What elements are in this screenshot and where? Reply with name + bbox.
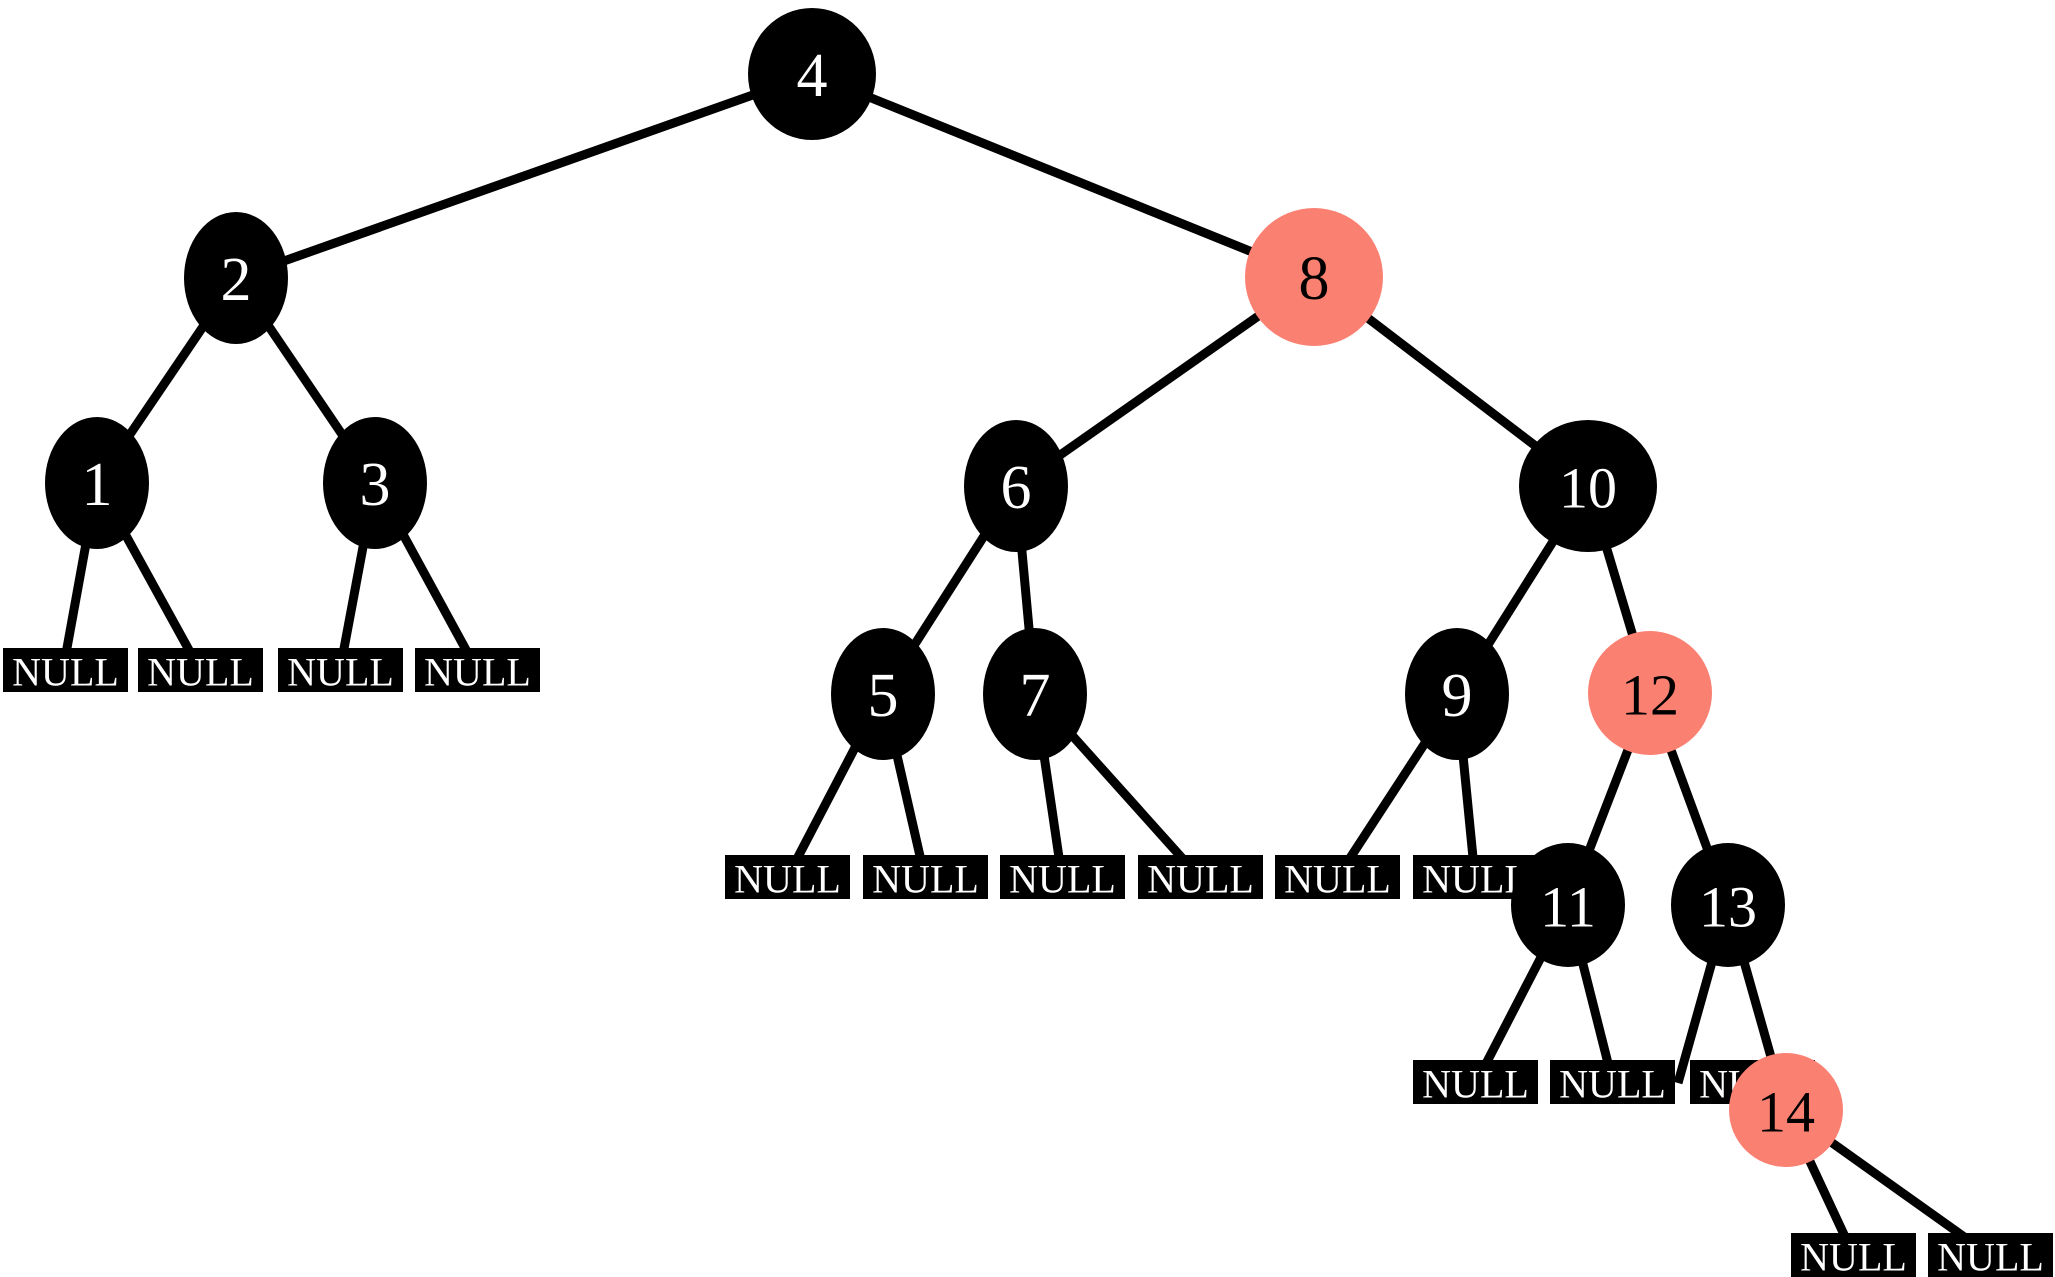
tree-node-label: 6 — [1001, 454, 1032, 522]
black-node-circle[interactable] — [964, 420, 1068, 552]
null-leaf-label: NULL — [1147, 857, 1254, 902]
null-leaf: NULL — [1413, 855, 1538, 902]
null-leaf-box — [3, 648, 128, 692]
tree-node-5[interactable]: 5 — [831, 628, 935, 760]
null-leaf-label: NULL — [1284, 857, 1391, 902]
null-leaf: NULL — [1000, 855, 1125, 902]
null-leaf-label: NULL — [1800, 1235, 1907, 1277]
black-node-circle[interactable] — [45, 417, 149, 549]
tree-edge — [234, 69, 814, 283]
tree-node-label: 9 — [1442, 662, 1473, 730]
null-leaf-box — [1928, 1233, 2053, 1277]
tree-node-label: 4 — [797, 42, 828, 110]
black-node-circle[interactable] — [831, 628, 935, 760]
red-node-circle[interactable] — [1245, 208, 1383, 346]
tree-node-label: 7 — [1020, 662, 1051, 730]
tree-node-label: 13 — [1699, 875, 1757, 940]
null-leaf: NULL — [1928, 1233, 2053, 1277]
null-leaf: NULL — [1275, 855, 1400, 902]
null-leaf-label: NULL — [1422, 1062, 1529, 1107]
tree-node-2[interactable]: 2 — [184, 212, 288, 344]
null-leaf: NULL — [863, 855, 988, 902]
null-leaf-box — [1275, 855, 1400, 899]
tree-node-7[interactable]: 7 — [983, 628, 1087, 760]
black-node-circle[interactable] — [748, 8, 876, 140]
tree-node-label: 3 — [360, 451, 391, 519]
null-leaf-box — [1550, 1060, 1675, 1104]
red-node-circle[interactable] — [1729, 1053, 1843, 1167]
tree-node-11[interactable]: 11 — [1511, 843, 1625, 967]
black-node-circle[interactable] — [983, 628, 1087, 760]
null-leaf: NULL — [725, 855, 850, 902]
null-leaf-label: NULL — [1559, 1062, 1666, 1107]
null-leaf-label: NULL — [12, 650, 119, 695]
null-leaf-label: NULL — [424, 650, 531, 695]
tree-node-label: 10 — [1559, 456, 1617, 521]
null-leaf: NULL — [138, 648, 263, 695]
null-leaf: NULL — [1791, 1233, 1916, 1277]
null-leaf-label: NULL — [872, 857, 979, 902]
null-leaf-box — [725, 855, 850, 899]
null-leaf: NULL — [1138, 855, 1263, 902]
tree-node-6[interactable]: 6 — [964, 420, 1068, 552]
black-node-circle[interactable] — [1511, 843, 1625, 967]
tree-node-label: 2 — [221, 246, 252, 314]
tree-node-8[interactable]: 8 — [1245, 208, 1383, 346]
tree-node-1[interactable]: 1 — [45, 417, 149, 549]
null-leaf: NULL — [1550, 1060, 1675, 1107]
null-leaf-box — [138, 648, 263, 692]
tree-node-10[interactable]: 10 — [1519, 420, 1657, 552]
black-node-circle[interactable] — [1671, 843, 1785, 967]
null-leaf-label: NULL — [1937, 1235, 2044, 1277]
null-leaf-label: NULL — [147, 650, 254, 695]
null-leaf-box — [415, 648, 540, 692]
tree-node-label: 11 — [1540, 875, 1596, 940]
red-node-circle[interactable] — [1588, 631, 1712, 755]
null-leaf-box — [278, 648, 403, 692]
black-node-circle[interactable] — [1405, 628, 1509, 760]
null-leaf-box — [1138, 855, 1263, 899]
null-leaf: NULL — [3, 648, 128, 695]
null-leaf: NULL — [1413, 1060, 1538, 1107]
black-node-circle[interactable] — [1519, 420, 1657, 552]
tree-node-label: 1 — [82, 451, 113, 519]
null-leaf-layer: NULL NULL NULL NULL NULL NULL NULL NULL NULL NULL… — [3, 648, 2053, 1277]
null-leaf: NULL — [278, 648, 403, 695]
tree-node-3[interactable]: 3 — [323, 417, 427, 549]
tree-node-label: 12 — [1621, 663, 1679, 728]
black-node-circle[interactable] — [184, 212, 288, 344]
null-leaf-label: NULL — [1009, 857, 1116, 902]
black-node-circle[interactable] — [323, 417, 427, 549]
tree-node-14[interactable]: 14 — [1729, 1053, 1843, 1167]
null-leaf-box — [863, 855, 988, 899]
null-leaf-box — [1791, 1233, 1916, 1277]
tree-node-label: 5 — [868, 662, 899, 730]
null-leaf: NULL — [415, 648, 540, 695]
tree-node-label: 8 — [1299, 245, 1330, 313]
tree-node-label: 14 — [1757, 1080, 1815, 1145]
tree-node-9[interactable]: 9 — [1405, 628, 1509, 760]
null-leaf-label: NULL — [1422, 857, 1529, 902]
tree-node-12[interactable]: 12 — [1588, 631, 1712, 755]
null-leaf-box — [1000, 855, 1125, 899]
null-leaf-label: NULL — [734, 857, 841, 902]
tree-edge — [810, 69, 1316, 282]
tree-node-13[interactable]: 13 — [1671, 843, 1785, 967]
tree-node-4[interactable]: 4 — [748, 8, 876, 140]
null-leaf-label: NULL — [287, 650, 394, 695]
null-leaf-box — [1413, 1060, 1538, 1104]
